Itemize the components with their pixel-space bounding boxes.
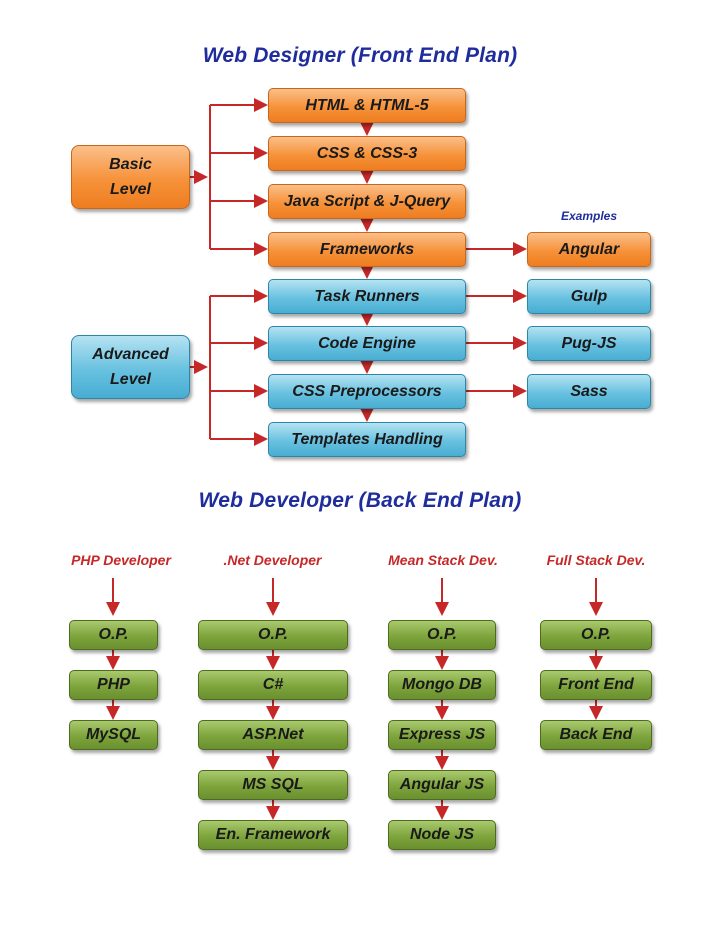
track-step: Back End xyxy=(540,720,652,750)
frontend-title: Web Designer (Front End Plan) xyxy=(202,44,518,67)
track-step: O.P. xyxy=(388,620,496,650)
advanced-item: Templates Handling xyxy=(268,422,466,457)
example-item-sass: Sass xyxy=(527,374,651,409)
track-step: Angular JS xyxy=(388,770,496,800)
track-label-net: .Net Developer xyxy=(223,552,322,568)
example-item-pug-js: Pug-JS xyxy=(527,326,651,361)
track-step: MySQL xyxy=(69,720,158,750)
track-label-mean: Mean Stack Dev. xyxy=(388,552,498,568)
example-item-gulp: Gulp xyxy=(527,279,651,314)
example-item-angular: Angular xyxy=(527,232,651,267)
track-step: Mongo DB xyxy=(388,670,496,700)
track-label-php: PHP Developer xyxy=(71,552,171,568)
basic-item: Frameworks xyxy=(268,232,466,267)
track-step: O.P. xyxy=(198,620,348,650)
track-step: O.P. xyxy=(69,620,158,650)
track-step: O.P. xyxy=(540,620,652,650)
track-step: Express JS xyxy=(388,720,496,750)
basic-item: HTML & HTML-5 xyxy=(268,88,466,123)
track-step: C# xyxy=(198,670,348,700)
advanced-item: CSS Preprocessors xyxy=(268,374,466,409)
basic-item: CSS & CSS-3 xyxy=(268,136,466,171)
backend-title: Web Developer (Back End Plan) xyxy=(198,489,522,512)
track-label-full: Full Stack Dev. xyxy=(546,552,646,568)
advanced-item: Code Engine xyxy=(268,326,466,361)
advanced-item: Task Runners xyxy=(268,279,466,314)
examples-label: Examples xyxy=(560,209,618,223)
track-step: ASP.Net xyxy=(198,720,348,750)
track-step: Node JS xyxy=(388,820,496,850)
track-step: Front End xyxy=(540,670,652,700)
advanced-level-box: Advanced Level xyxy=(71,335,190,399)
basic-level-box: Basic Level xyxy=(71,145,190,209)
basic-item: Java Script & J-Query xyxy=(268,184,466,219)
track-step: PHP xyxy=(69,670,158,700)
track-step: En. Framework xyxy=(198,820,348,850)
track-step: MS SQL xyxy=(198,770,348,800)
